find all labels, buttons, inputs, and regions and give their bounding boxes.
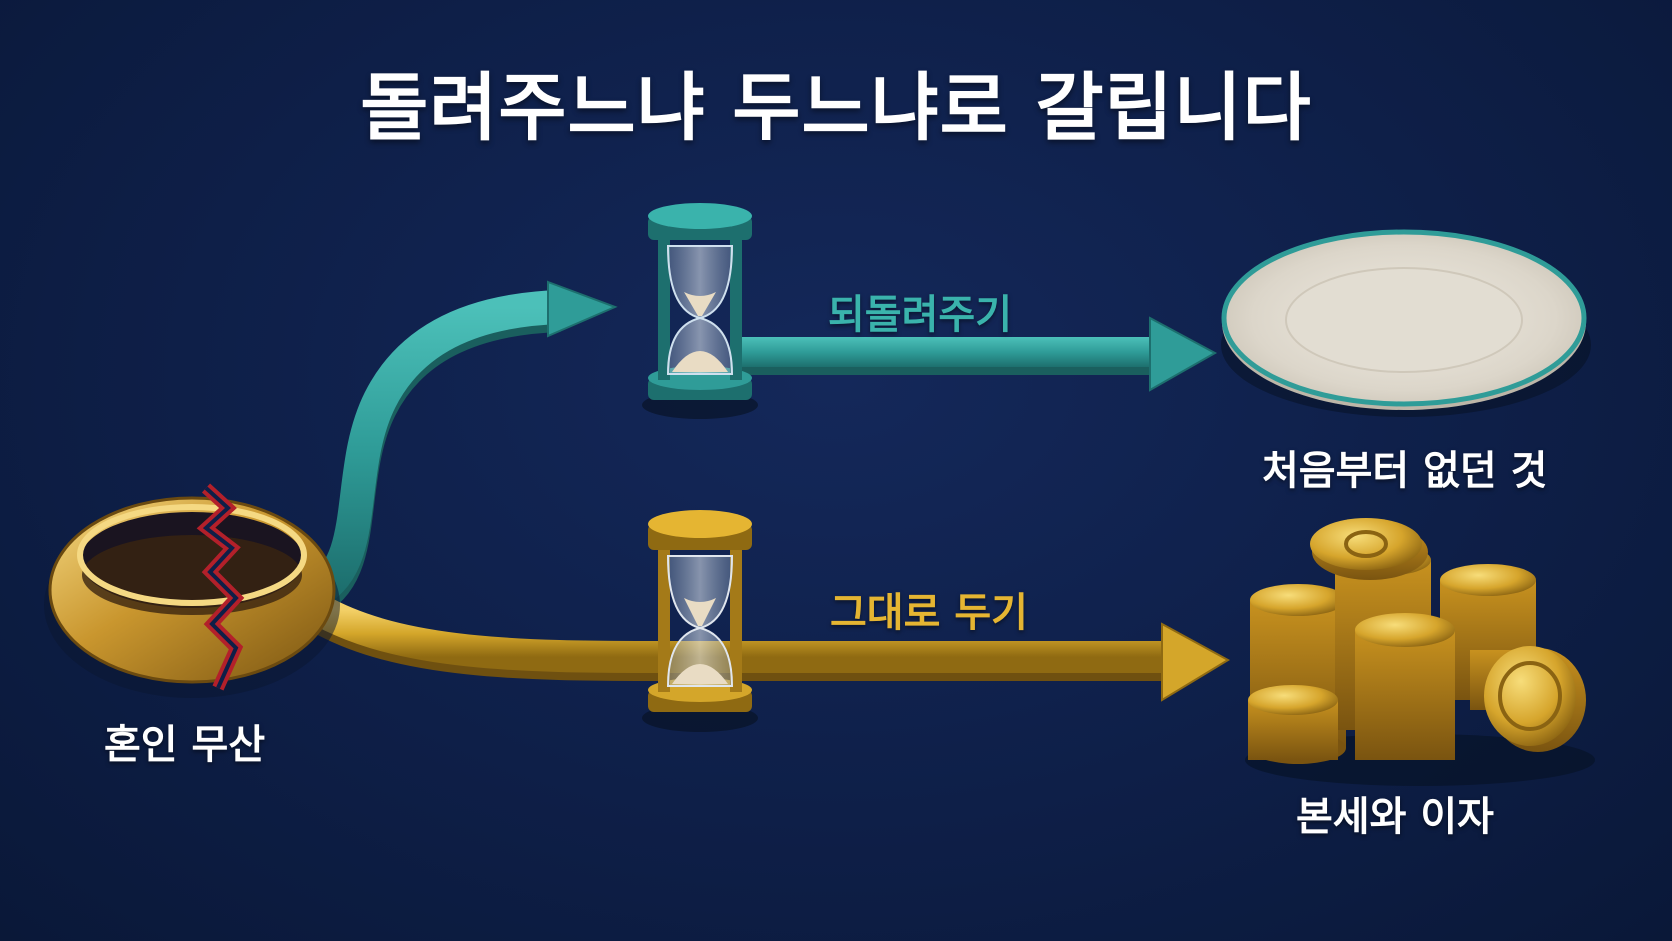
gold-hourglass-icon [642, 510, 758, 732]
teal-arrowhead-2 [1149, 316, 1218, 392]
empty-plate-icon [1221, 229, 1591, 417]
source-label: 혼인 무산 [104, 722, 266, 768]
gold-arrowhead [1161, 622, 1231, 702]
gold-path-label: 그대로 두기 [830, 590, 1028, 636]
teal-path [308, 280, 1218, 613]
teal-hourglass-icon [642, 203, 758, 419]
gold-path [312, 595, 1231, 702]
teal-arrowhead-1 [547, 280, 618, 338]
teal-result-label: 처음부터 없던 것 [1262, 448, 1548, 494]
page-title: 돌려주느냐 두느냐로 갈립니다 [360, 65, 1312, 151]
gold-coin-pile-icon [1245, 518, 1595, 786]
gold-result-label: 본세와 이자 [1296, 794, 1494, 840]
broken-gold-ring-icon [44, 483, 340, 698]
teal-path-label: 되돌려주기 [828, 292, 1012, 338]
